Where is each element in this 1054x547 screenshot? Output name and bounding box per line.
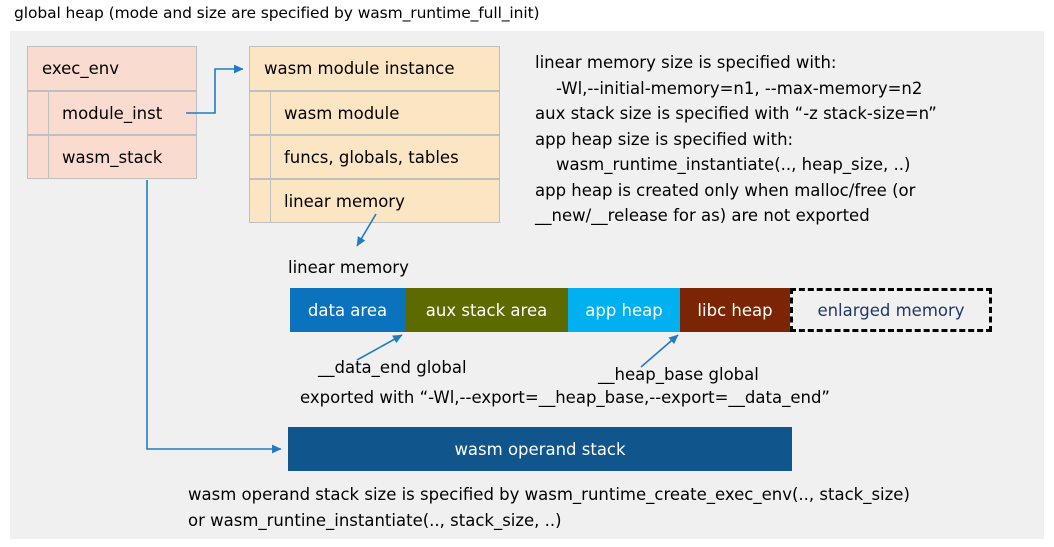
heap-base-pointer-label: __heap_base global (598, 365, 759, 384)
module-instance-row-wasm-module: wasm module (249, 91, 500, 135)
funcs-globals-tables-label: funcs, globals, tables (284, 147, 459, 167)
linear-memory-row-label: linear memory (284, 191, 405, 211)
export-flags-note: exported with “-Wl,--export=__heap_base,… (300, 388, 830, 407)
module-instance-title: wasm module instance (264, 59, 455, 78)
row-divider (48, 92, 49, 134)
row-divider (270, 180, 271, 222)
wasm-module-label: wasm module (284, 103, 400, 123)
memory-segment-libc-heap: libc heap (680, 288, 790, 332)
exec-env-header: exec_env (27, 46, 197, 91)
row-divider (48, 136, 49, 178)
segment-label: data area (307, 300, 388, 320)
data-end-pointer-label: __data_end global (318, 358, 467, 377)
linear-memory-bar: data area aux stack area app heap libc h… (290, 288, 992, 332)
segment-label: libc heap (697, 300, 773, 320)
module-instance-row-funcs-globals-tables: funcs, globals, tables (249, 135, 500, 179)
wasm-operand-stack-box: wasm operand stack (288, 427, 792, 471)
linear-memory-caption: linear memory (288, 258, 409, 277)
operand-stack-label: wasm operand stack (454, 439, 626, 459)
exec-env-title: exec_env (42, 59, 119, 78)
module-instance-row-linear-memory: linear memory (249, 179, 500, 223)
memory-segment-aux-stack-area: aux stack area (405, 288, 568, 332)
page-title: global heap (mode and size are specified… (14, 4, 540, 22)
configuration-notes: linear memory size is specified with: -W… (535, 53, 937, 225)
module-inst-label: module_inst (62, 103, 163, 123)
module-instance-header: wasm module instance (249, 46, 500, 91)
segment-label: aux stack area (425, 300, 548, 320)
memory-segment-data-area: data area (290, 288, 405, 332)
memory-segment-app-heap: app heap (568, 288, 680, 332)
exec-env-row-wasm-stack: wasm_stack (27, 135, 197, 179)
memory-segment-enlarged-memory: enlarged memory (790, 288, 992, 332)
operand-stack-note: wasm operand stack size is specified by … (188, 485, 910, 530)
segment-label: app heap (585, 300, 663, 320)
segment-label: enlarged memory (817, 300, 965, 320)
row-divider (270, 136, 271, 178)
wasm-stack-label: wasm_stack (62, 147, 163, 167)
exec-env-row-module-inst: module_inst (27, 91, 197, 135)
row-divider (270, 92, 271, 134)
